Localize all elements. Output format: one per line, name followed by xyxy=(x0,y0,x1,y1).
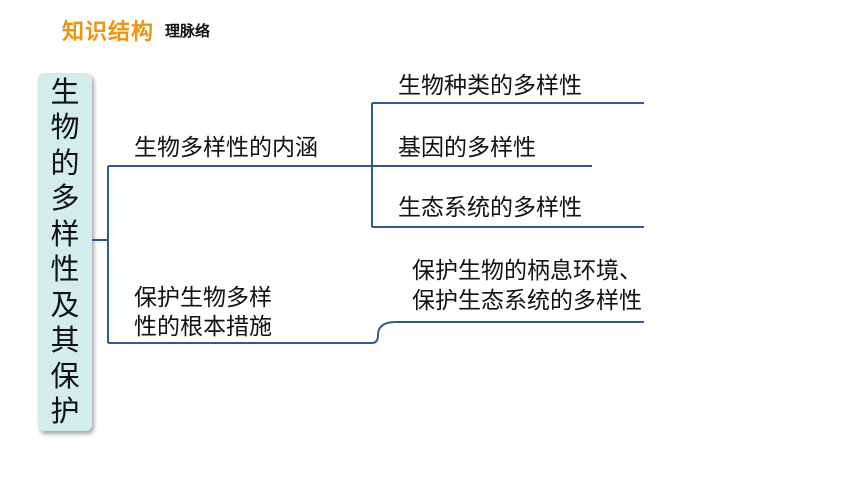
branch-protection-label-line2: 性的根本措施 xyxy=(134,314,272,340)
protection-underline xyxy=(108,321,644,344)
branch-connotation-label: 生物多样性的内涵 xyxy=(134,135,318,161)
root-char: 及 xyxy=(50,287,80,322)
section-subtitle: 理脉络 xyxy=(165,22,211,40)
root-char: 样 xyxy=(50,216,80,251)
root-char: 性 xyxy=(50,252,80,286)
root-char: 保 xyxy=(50,358,80,393)
root-char: 护 xyxy=(50,394,80,428)
root-char: 的 xyxy=(50,145,80,180)
section-title: 知识结构 xyxy=(62,20,155,45)
root-node: 生 物 的 多 样 性 及 其 保 护 xyxy=(38,73,92,431)
root-char: 物 xyxy=(50,110,80,144)
protection-child-line2: 保护生态系统的多样性 xyxy=(412,288,642,314)
root-char: 其 xyxy=(50,323,80,357)
branch-protection-label-line1: 保护生物多样 xyxy=(134,285,272,311)
protection-child-line1: 保护生物的柄息环境、 xyxy=(412,258,642,284)
connotation-child: 生态系统的多样性 xyxy=(398,195,582,221)
root-char: 多 xyxy=(50,181,80,215)
connotation-child: 基因的多样性 xyxy=(398,135,536,161)
connotation-child: 生物种类的多样性 xyxy=(398,73,582,99)
root-char: 生 xyxy=(50,74,80,109)
